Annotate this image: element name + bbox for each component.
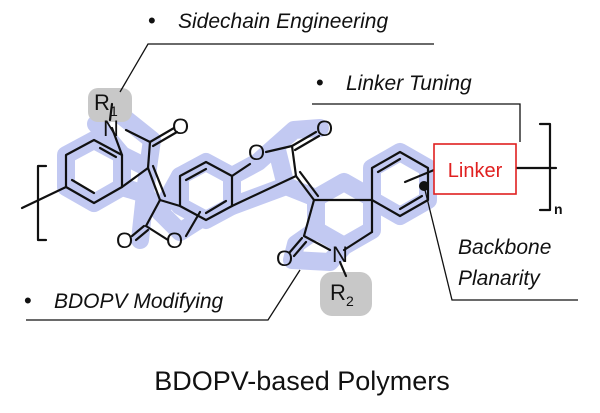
- linker-box: [433, 143, 517, 195]
- r1-subscript: 1: [110, 103, 118, 119]
- o-atom-carbonyl-left: O: [172, 114, 189, 139]
- o-atom-carbonyl-right: O: [316, 116, 333, 141]
- o-atom-carbonyl-lactone-left: O: [116, 228, 133, 253]
- linker-label: Linker: [448, 160, 503, 182]
- figure-caption: BDOPV-based Polymers: [154, 366, 450, 396]
- r1-label: R: [94, 90, 110, 115]
- molecule-bonds: [20, 102, 558, 278]
- bullet-bdopv: •: [24, 288, 32, 313]
- n-atom-left: N: [103, 116, 119, 141]
- annotation-backbone-line1: Backbone: [458, 236, 551, 259]
- repeat-unit-n: n: [554, 201, 563, 217]
- r2-label: R: [330, 280, 346, 305]
- o-atom-lactone-left: O: [166, 228, 183, 253]
- o-atom-lactone-right: O: [248, 140, 265, 165]
- callout-lines: [26, 43, 578, 321]
- backbone-planarity-dot: [419, 181, 429, 191]
- annotation-backbone-line2: Planarity: [458, 267, 541, 290]
- annotation-bdopv: BDOPV Modifying: [54, 290, 224, 313]
- o-atom-carbonyl-indolinone-right: O: [276, 246, 293, 271]
- bullet-sidechain: •: [148, 8, 156, 33]
- bullet-linker-tuning: •: [316, 70, 324, 95]
- r2-subscript: 2: [346, 293, 354, 309]
- annotation-sidechain: Sidechain Engineering: [178, 10, 388, 33]
- n-atom-right: N: [332, 242, 348, 267]
- r1-group-bg: [88, 88, 132, 122]
- annotation-linker-tuning: Linker Tuning: [346, 72, 472, 95]
- r2-group-bg: [320, 272, 372, 316]
